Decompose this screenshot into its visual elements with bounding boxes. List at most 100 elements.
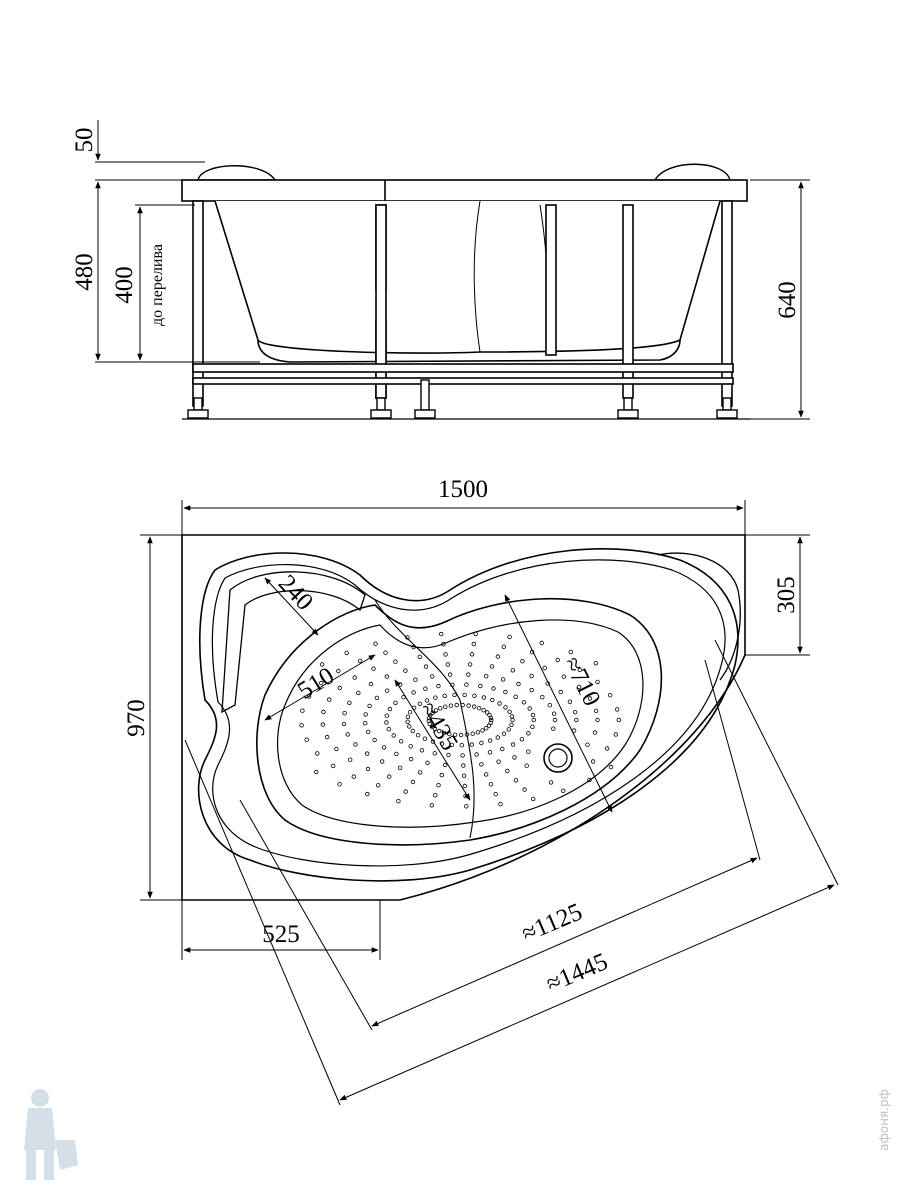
jet-nozzle bbox=[299, 723, 304, 728]
jet-nozzle bbox=[391, 733, 396, 738]
frame-bar bbox=[192, 363, 734, 373]
jet-nozzle bbox=[372, 737, 377, 743]
jet-nozzle bbox=[365, 766, 371, 772]
jet-nozzle bbox=[501, 644, 506, 649]
jet-nozzle bbox=[615, 707, 620, 712]
jet-nozzle bbox=[411, 690, 416, 695]
jet-nozzle bbox=[337, 685, 342, 691]
jet-nozzle bbox=[595, 717, 600, 723]
jet-nozzle bbox=[470, 731, 475, 736]
overflow-caption: до перелива bbox=[149, 244, 166, 326]
jet-nozzle bbox=[510, 668, 515, 673]
jet-nozzle bbox=[384, 713, 389, 718]
jet-nozzle bbox=[345, 732, 350, 737]
jet-nozzle bbox=[336, 668, 341, 674]
jet-nozzle bbox=[531, 717, 536, 723]
jet-nozzle bbox=[452, 692, 457, 698]
jet-nozzle bbox=[446, 752, 451, 758]
jet-nozzle bbox=[605, 746, 610, 751]
jet-nozzle bbox=[459, 743, 464, 748]
jet-nozzle bbox=[442, 762, 448, 768]
jet-nozzle bbox=[365, 791, 370, 797]
plumber-logo bbox=[24, 1089, 78, 1180]
jet-nozzle bbox=[365, 751, 370, 756]
jet-nozzle bbox=[498, 802, 503, 807]
dim-diag-outer-label: ≈1445 bbox=[542, 948, 611, 998]
jet-nozzle bbox=[555, 657, 560, 663]
jet-nozzle bbox=[342, 711, 347, 716]
jet-nozzle bbox=[387, 706, 393, 712]
jet-nozzle bbox=[419, 748, 425, 753]
jet-nozzle bbox=[513, 694, 518, 699]
jet-nozzle bbox=[473, 631, 478, 637]
jet-nozzle bbox=[442, 693, 447, 699]
jet-nozzle bbox=[320, 722, 325, 727]
jet-nozzle bbox=[484, 710, 490, 715]
jet-nozzle bbox=[417, 701, 422, 706]
jet-nozzle bbox=[531, 796, 536, 802]
jet-nozzle bbox=[594, 708, 599, 713]
dim-width-label: 1500 bbox=[438, 476, 488, 503]
jet-nozzle bbox=[613, 732, 618, 737]
jet-nozzle bbox=[509, 722, 514, 727]
dim-height-label: 480 bbox=[71, 253, 98, 291]
jet-nozzle bbox=[432, 751, 437, 756]
adjustable-feet bbox=[187, 379, 738, 419]
jet-nozzle bbox=[461, 763, 466, 768]
jet-nozzle bbox=[423, 686, 428, 691]
jet-nozzle bbox=[491, 686, 496, 691]
jet-nozzle bbox=[417, 654, 422, 660]
jet-nozzle bbox=[479, 740, 484, 746]
dim-overflow-label: 400 bbox=[111, 266, 138, 304]
jet-nozzle bbox=[334, 746, 339, 752]
jet-nozzle bbox=[337, 782, 342, 787]
jet-nozzle bbox=[331, 763, 336, 769]
jet-nozzle bbox=[385, 688, 390, 693]
jet-nozzle bbox=[398, 739, 404, 744]
jet-nozzle bbox=[522, 787, 527, 792]
jet-nozzle bbox=[548, 780, 554, 785]
jet-nozzle bbox=[529, 687, 534, 693]
jet-nozzle bbox=[530, 712, 536, 718]
jet-nozzle bbox=[472, 693, 477, 698]
dim-rim-label: 50 bbox=[71, 128, 98, 153]
jet-nozzle bbox=[366, 729, 371, 734]
jet-nozzle bbox=[357, 658, 363, 663]
jet-nozzle bbox=[384, 674, 389, 679]
jet-nozzle bbox=[344, 650, 349, 656]
jet-nozzle bbox=[407, 724, 412, 729]
jet-nozzle bbox=[530, 724, 535, 729]
jet-nozzle bbox=[484, 772, 489, 777]
jet-nozzle bbox=[347, 700, 352, 705]
jet-nozzle bbox=[356, 690, 361, 696]
jet-nozzle bbox=[461, 773, 467, 778]
jet-nozzle bbox=[495, 735, 500, 740]
side-dimensions bbox=[95, 120, 810, 420]
jet-nozzle bbox=[397, 765, 403, 770]
jet-nozzle bbox=[500, 746, 505, 752]
jet-nozzle bbox=[585, 742, 590, 747]
jet-nozzle bbox=[300, 708, 305, 713]
dim-inner-width-label: 510 bbox=[293, 662, 339, 705]
jet-nozzle bbox=[574, 717, 579, 723]
jet-nozzle bbox=[493, 792, 498, 797]
jet-nozzle bbox=[371, 666, 376, 671]
jet-nozzle bbox=[521, 700, 527, 705]
jet-nozzle bbox=[608, 764, 614, 770]
jet-nozzle bbox=[413, 677, 418, 682]
jet-nozzle bbox=[383, 650, 388, 655]
jet-nozzle bbox=[475, 730, 481, 735]
jet-nozzle bbox=[507, 709, 512, 714]
jet-nozzle bbox=[433, 793, 438, 798]
jet-nozzle bbox=[447, 672, 453, 677]
jet-nozzle bbox=[572, 710, 578, 715]
drain bbox=[543, 743, 573, 773]
jet-nozzle bbox=[462, 783, 467, 789]
jet-nozzle bbox=[527, 706, 532, 711]
headrest-top-left bbox=[221, 571, 366, 714]
jet-nozzle bbox=[405, 635, 410, 640]
jet-nozzle bbox=[439, 631, 444, 637]
jet-nozzle bbox=[341, 721, 347, 727]
jet-nozzle bbox=[507, 634, 512, 640]
jet-nozzle bbox=[487, 738, 493, 743]
